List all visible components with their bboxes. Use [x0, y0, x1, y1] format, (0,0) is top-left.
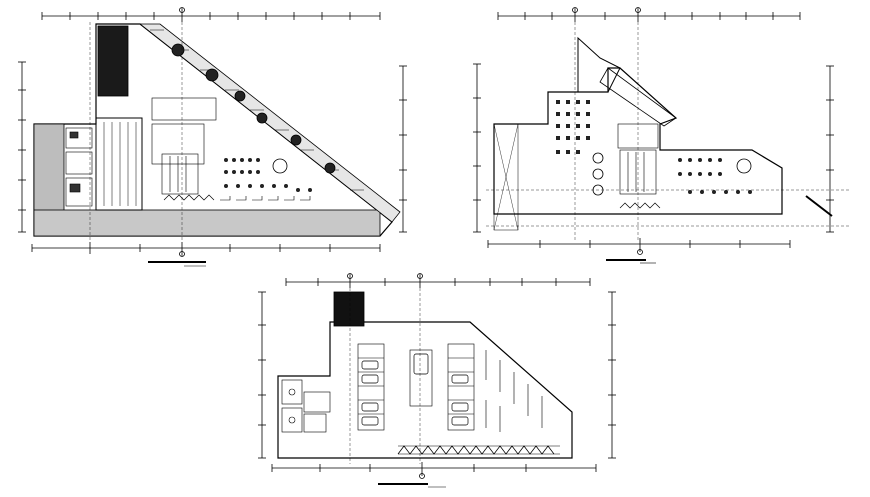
- plan-3-column-grid: [349, 288, 421, 464]
- plan-1-planters: [171, 43, 336, 174]
- plan-1-scale-bar: [148, 261, 206, 267]
- plan-3-dimension-chain-left: [258, 291, 266, 459]
- plan-3: [258, 273, 616, 488]
- plan-1-outline: [33, 23, 393, 237]
- plan-2-outline: [493, 67, 783, 215]
- plan-3-outline: [277, 321, 573, 459]
- plan-1: [18, 7, 407, 267]
- plan-1-pool-lanes: [103, 122, 137, 206]
- plan-2-angled-wing: [599, 67, 677, 127]
- plan-2: [473, 7, 850, 264]
- plan-1-dimension-chain-bottom: [31, 242, 381, 257]
- plan-2-column-grid: [486, 22, 850, 240]
- plan-3-stair-core: [333, 291, 365, 327]
- plan-2-dimension-chain-right: [826, 65, 834, 233]
- plan-3-scale-bar: [378, 483, 446, 488]
- plan-1-benches: [220, 196, 311, 201]
- plan-3-dimension-chain-right: [608, 291, 616, 459]
- plan-1-pool: [95, 117, 143, 211]
- plan-2-triangular-wing: [577, 36, 621, 93]
- plan-2-zigzag-truss: [619, 202, 661, 209]
- plan-1-hatched-perimeter-bottom: [33, 209, 381, 237]
- plan-1-round-table: [272, 158, 288, 174]
- plan-1-dimension-chain-right: [399, 65, 407, 233]
- plan-2-diagonal-marker: [805, 195, 833, 217]
- plan-1-changing-rooms: [65, 127, 93, 207]
- plan-1-dimension-chain-left: [18, 61, 26, 233]
- plan-2-dimension-chain-top: [497, 7, 801, 22]
- plan-2-seating-rows: [556, 100, 590, 154]
- plan-1-stair-core: [97, 25, 129, 97]
- plan-2-dimension-chain-left: [473, 63, 481, 233]
- plan-2-scale-bar: [606, 259, 656, 264]
- plan-1-zigzag-truss: [163, 194, 215, 201]
- plan-1-kitchen-fixtures: [151, 97, 217, 195]
- plan-2-round-table-large: [736, 158, 752, 174]
- plan-3-ramp-lane: [485, 350, 543, 432]
- plan-3-zigzag-truss: [397, 445, 555, 455]
- plan-3-toilets: [281, 379, 331, 433]
- plan-2-dimension-chain-bottom: [487, 238, 791, 255]
- plan-2-left-wing-cross: [493, 123, 519, 231]
- plan-1-dimension-chain-top: [41, 7, 381, 22]
- plan-3-dimension-chain-bottom: [271, 462, 597, 479]
- plan-1-column-grid: [89, 22, 183, 240]
- plan-2-right-seating: [678, 158, 752, 194]
- plan-3-dimension-chain-top: [285, 273, 591, 288]
- plan-1-angled-ramp: [138, 23, 401, 223]
- plan-2-left-wing: [493, 123, 519, 231]
- plan-3-parking-bays: [357, 343, 475, 431]
- plan-3-parked-cars: [361, 353, 469, 426]
- plan-1-seating-rows: [224, 158, 312, 192]
- plan-2-round-tables: [592, 152, 604, 196]
